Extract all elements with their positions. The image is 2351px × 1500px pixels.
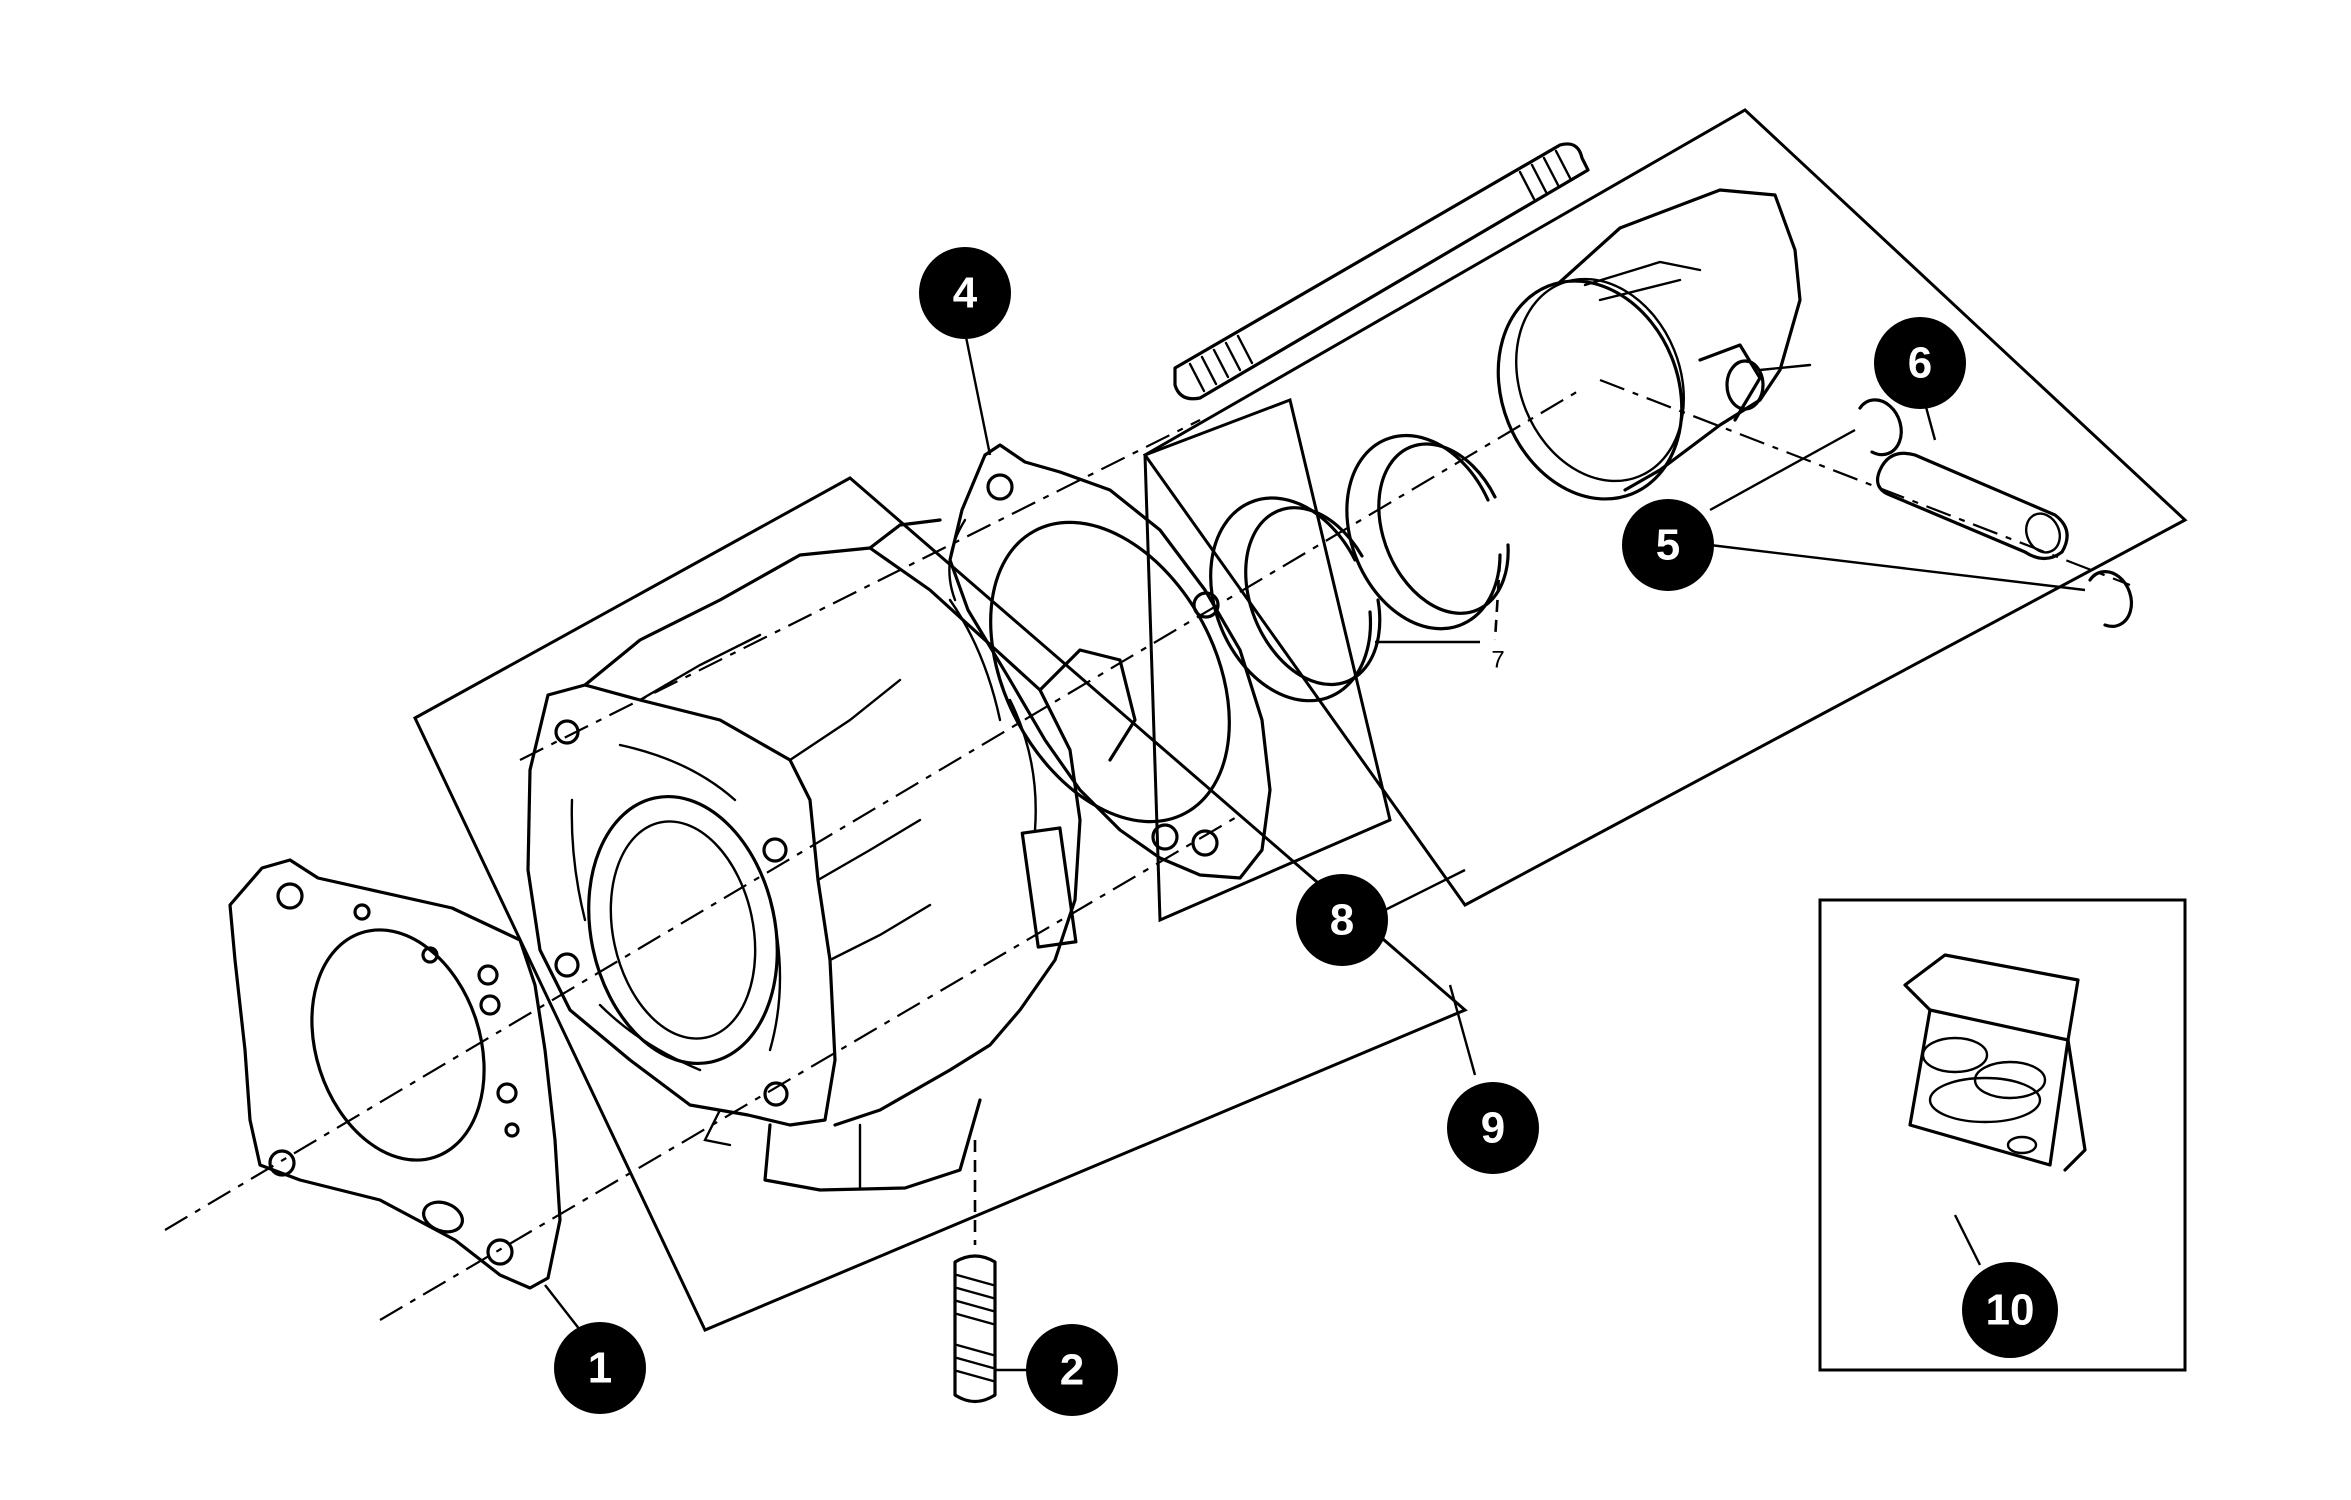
ring-set-outline <box>1143 397 1392 923</box>
base-gasket <box>228 858 562 1290</box>
callout-9: 9 <box>1447 1082 1539 1174</box>
short-stud <box>953 1140 997 1404</box>
svg-text:5: 5 <box>1656 521 1680 570</box>
gasket-kit-panel <box>1818 898 2187 1372</box>
piston-pin <box>1876 451 2069 561</box>
ring-label: 7 <box>1491 647 1504 674</box>
callout-5: 5 <box>1622 499 1714 591</box>
head-gasket <box>948 443 1272 880</box>
svg-text:9: 9 <box>1481 1104 1505 1153</box>
callout-10: 10 <box>1962 1262 2058 1358</box>
svg-text:10: 10 <box>1986 1286 2035 1335</box>
svg-text:6: 6 <box>1908 339 1932 388</box>
callout-1: 1 <box>554 1322 646 1414</box>
piston <box>1496 188 1812 501</box>
svg-text:2: 2 <box>1060 1346 1084 1395</box>
callout-6: 6 <box>1874 317 1966 409</box>
piston-rings <box>1209 433 1510 703</box>
kit-8-outline <box>1142 108 2188 907</box>
callout-2: 2 <box>1026 1324 1118 1416</box>
circlips <box>1858 398 2133 628</box>
cylinder <box>526 518 1137 1192</box>
callout-4: 4 <box>919 247 1011 339</box>
svg-text:8: 8 <box>1330 896 1354 945</box>
long-stud <box>1173 142 1590 401</box>
callout-8: 8 <box>1296 874 1388 966</box>
kit-9-outline <box>413 476 1468 1332</box>
svg-text:1: 1 <box>588 1344 612 1393</box>
svg-text:4: 4 <box>953 269 978 318</box>
leader-lines <box>544 331 2086 1372</box>
